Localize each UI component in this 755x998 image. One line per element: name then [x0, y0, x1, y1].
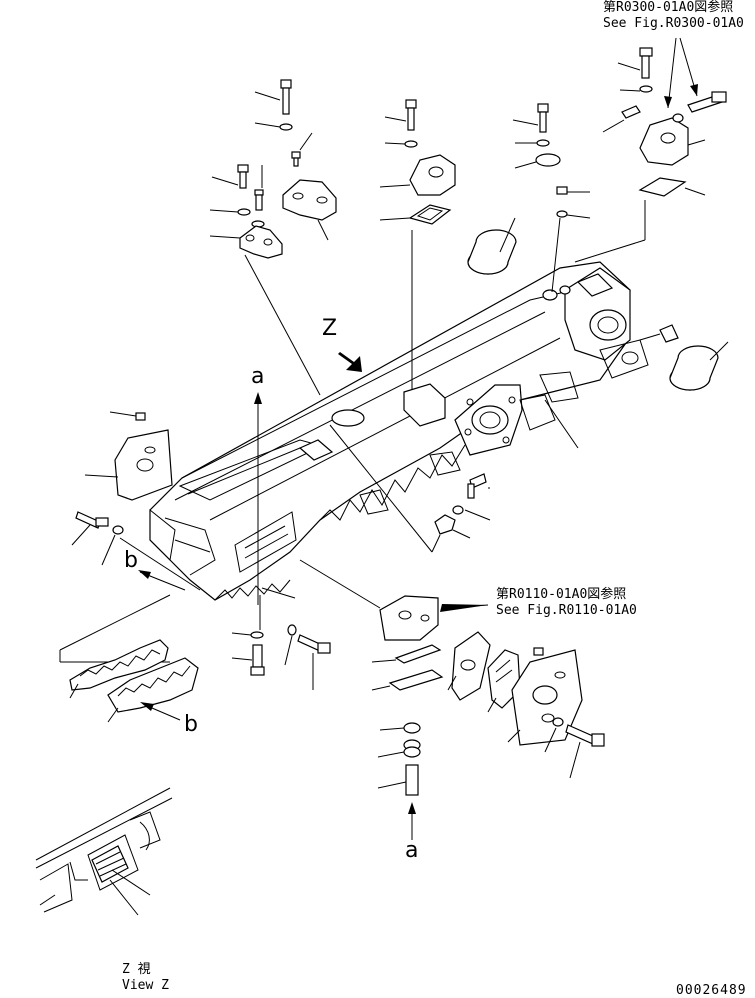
- view-caption-en: View Z: [122, 978, 169, 993]
- upper-right-bearing-parts: [574, 37, 727, 263]
- reference-middle-en: See Fig.R0110-01A0: [496, 603, 637, 618]
- arrow-b-lower-letter: b: [184, 712, 198, 737]
- drawing-number: 00026489: [676, 983, 747, 998]
- center-guard-assembly: [299, 559, 489, 840]
- arrow-a-top: [254, 392, 262, 605]
- arrow-b-left: [138, 570, 186, 591]
- arrow-b-left-letter: b: [124, 548, 138, 573]
- left-side-plate-parts: [71, 411, 201, 591]
- view-z-arrow: [338, 352, 362, 372]
- view-caption-jp: Z 視: [122, 962, 151, 977]
- right-side-bushing-parts: [544, 324, 729, 449]
- arrow-a-top-letter: a: [251, 364, 265, 389]
- lower-right-plate-parts: [447, 631, 605, 779]
- center-clip-parts: [329, 424, 491, 553]
- arrow-a-bottom-letter: a: [405, 838, 419, 863]
- upper-right-cover-parts: [467, 103, 591, 293]
- track-frame-body: [149, 261, 649, 601]
- upper-center-support-parts: [379, 99, 456, 390]
- lower-center-bolts: [231, 587, 331, 690]
- reference-top-right-en: See Fig.R0300-01A0: [603, 16, 744, 31]
- reference-top-right-jp: 第R0300-01A0図参照: [603, 0, 734, 15]
- lower-left-guard-parts: [59, 594, 199, 723]
- reference-middle-jp: 第R0110-01A0図参照: [496, 587, 627, 602]
- view-z-inset: [35, 787, 173, 916]
- view-z-letter: Z: [322, 316, 338, 341]
- upper-left-bracket-parts: [209, 79, 337, 396]
